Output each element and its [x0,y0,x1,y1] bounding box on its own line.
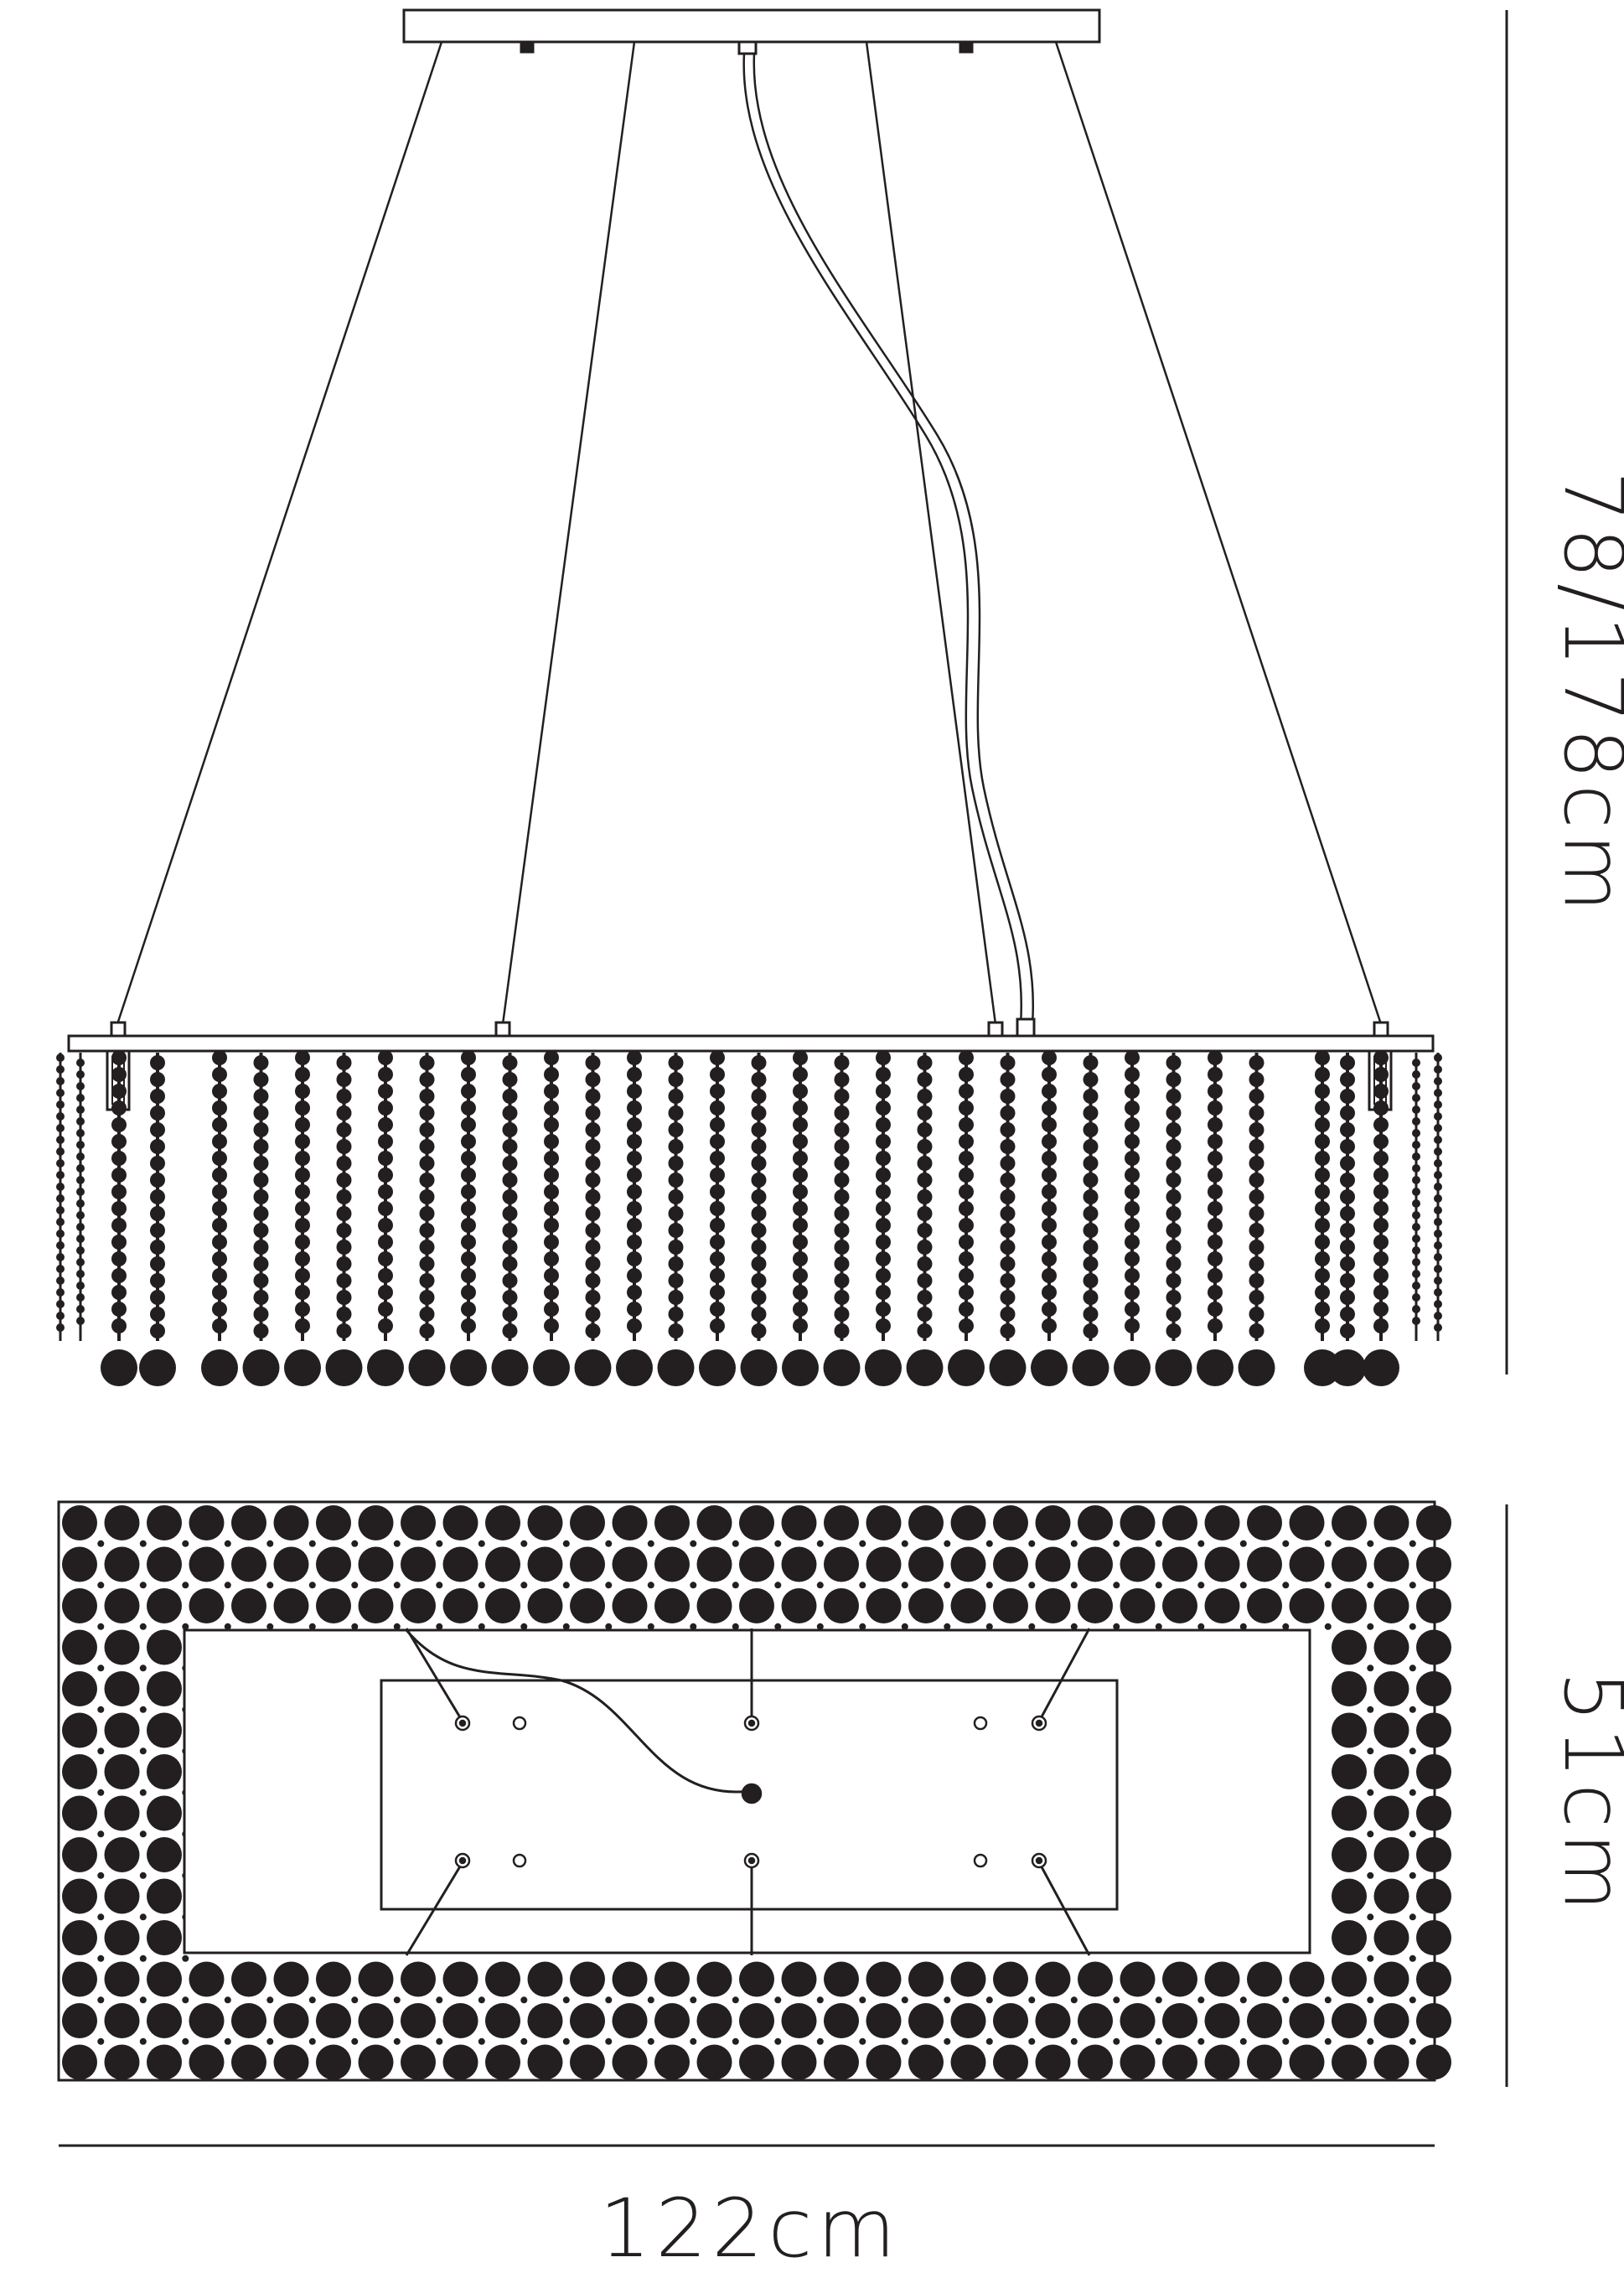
dimension-lines [59,10,1508,2147]
crystal-strand [699,1050,736,1386]
power-cable [742,53,1022,1025]
cable-entry-point [741,1783,763,1804]
crystal-strand [616,1050,653,1386]
crystal-strand [76,1053,85,1341]
width-dimension-label: 122cm [599,2182,901,2275]
power-cable [753,53,1034,1025]
crystal-strand [139,1053,176,1386]
crystal-strand [408,1053,446,1386]
side-elevation-view [56,8,1442,1386]
suspension-wire [865,41,997,1025]
wire-connector [987,1021,1004,1038]
crystal-strand [782,1050,819,1386]
crystal-strand [1363,1050,1399,1386]
crystal-strand [740,1053,778,1386]
crystal-strand [1114,1050,1151,1386]
suspension-wire [116,41,443,1025]
crystal-strand [906,1053,944,1386]
canopy-fixing [520,40,535,54]
crystal-strand [325,1053,363,1386]
crystal-strand [367,1050,404,1386]
plan-wires [405,1628,1091,1956]
height-dimension-label: 78/178cm [1546,471,1624,917]
crystal-strand [1434,1053,1442,1341]
suspension-wire [501,41,636,1025]
crystal-strand [1304,1050,1341,1386]
crystal-strand [1155,1053,1192,1386]
crystal-strands [56,1050,1442,1386]
frame-bar [67,1034,1435,1053]
suspension-wire [1054,41,1383,1025]
crystal-strand [657,1053,695,1386]
crystal-strand [948,1050,985,1386]
crystal-strand [989,1053,1027,1386]
crystal-strand [1197,1050,1234,1386]
crystal-strand [1238,1053,1275,1386]
depth-dimension-label: 51cm [1546,1671,1624,1916]
crystal-bead-grid [62,1505,1451,2080]
wire-connector [110,1021,127,1038]
crystal-strand [201,1050,238,1386]
crystal-strand [1412,1053,1420,1341]
crystal-strand [865,1050,902,1386]
crystal-strand [242,1053,280,1386]
cable-gland [737,40,758,55]
canopy-fixing [959,40,974,54]
crystal-strand [284,1050,321,1386]
crystal-strand [101,1050,137,1386]
plan-view [57,1500,1451,2082]
crystal-strand [823,1053,861,1386]
crystal-strand [450,1050,487,1386]
crystal-strand [533,1050,570,1386]
plan-outline [57,1500,1436,2082]
crystal-strand [1329,1053,1366,1386]
crystal-strand [1031,1050,1068,1386]
crystal-strand [574,1053,612,1386]
crystal-strand [56,1053,65,1341]
plan-fixing-points [454,1715,1047,1869]
wire-connector [1373,1021,1389,1038]
wire-connector [1016,1017,1036,1038]
crystal-strand [1072,1053,1109,1386]
ceiling-canopy [402,8,1101,44]
crystal-strand [491,1053,529,1386]
wire-connector [494,1021,511,1038]
